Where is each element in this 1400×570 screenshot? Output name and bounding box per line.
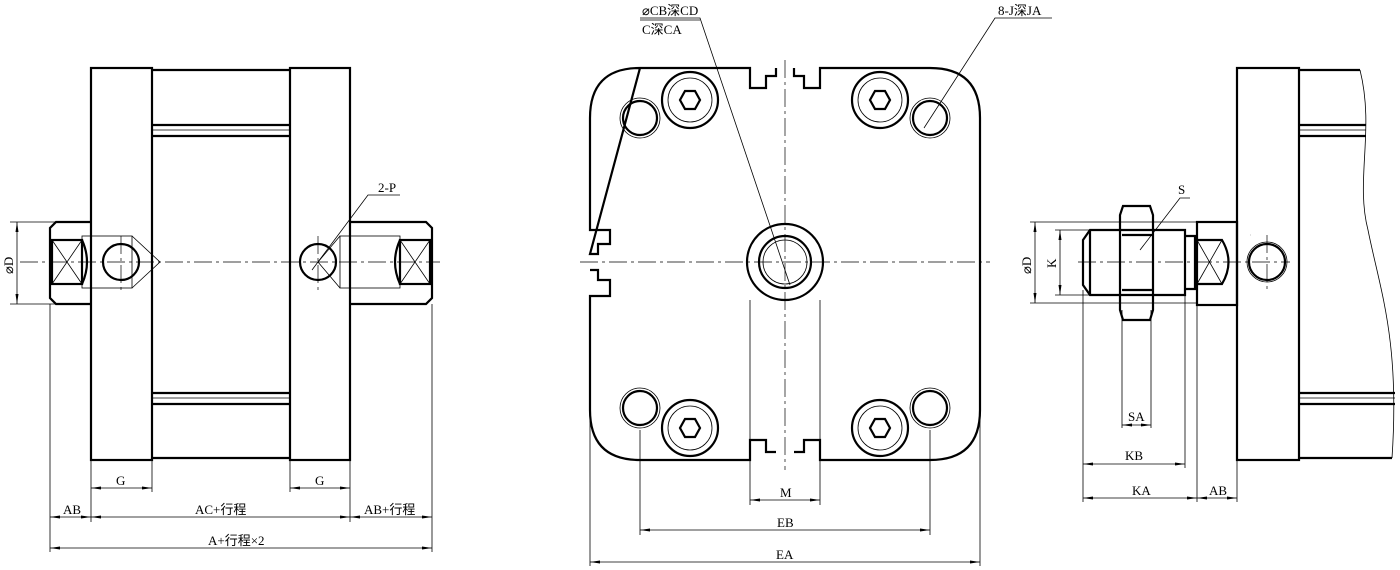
left-end-plate bbox=[89, 66, 154, 462]
ac-stroke-label: AC+行程 bbox=[195, 502, 246, 517]
mounting-holes bbox=[619, 97, 951, 429]
ka-label: KA bbox=[1132, 483, 1151, 498]
cap-screws bbox=[660, 70, 910, 458]
holes-label: 8-J深JA bbox=[998, 3, 1042, 18]
right-end-plate bbox=[288, 66, 352, 462]
break-line bbox=[1359, 69, 1395, 459]
left-side-view: 2-P ⌀D G G AB AC+行程 AB+行程 A+行程×2 bbox=[1, 66, 440, 552]
total-length-label: A+行程×2 bbox=[208, 533, 265, 548]
ab-stroke-label: AB+行程 bbox=[364, 502, 415, 517]
s-label: S bbox=[1178, 182, 1185, 197]
thread-depth-label: C深CA bbox=[642, 22, 682, 37]
front-view: ⌀CB深CD C深CA 8-J深JA M EB EA bbox=[580, 3, 1052, 566]
ab-label: AB bbox=[63, 502, 81, 517]
eb-label: EB bbox=[777, 515, 794, 530]
m-label: M bbox=[780, 485, 792, 500]
threaded-stud bbox=[1081, 228, 1187, 297]
ea-label: EA bbox=[776, 547, 794, 562]
fitting-body bbox=[1195, 220, 1239, 307]
rod-diameter-label: ⌀D bbox=[1, 257, 16, 274]
sa-label: SA bbox=[1128, 409, 1145, 424]
counterbore-label: ⌀CB深CD bbox=[642, 3, 698, 18]
g-right-label: G bbox=[315, 473, 324, 488]
end-cover-outline bbox=[588, 66, 982, 462]
diameter-label: ⌀D bbox=[1019, 257, 1034, 274]
right-side-view: S ⌀D K SA KB KA AB bbox=[1019, 66, 1395, 502]
end-plate bbox=[1235, 66, 1301, 462]
hex-nut bbox=[1118, 204, 1155, 322]
center-port bbox=[745, 222, 825, 302]
kb-label: KB bbox=[1125, 448, 1143, 463]
port-label: 2-P bbox=[378, 180, 396, 195]
right-rod bbox=[350, 220, 434, 306]
k-label: K bbox=[1044, 258, 1059, 268]
left-rod bbox=[48, 220, 91, 306]
ab-label-right: AB bbox=[1209, 483, 1227, 498]
g-left-label: G bbox=[116, 473, 125, 488]
